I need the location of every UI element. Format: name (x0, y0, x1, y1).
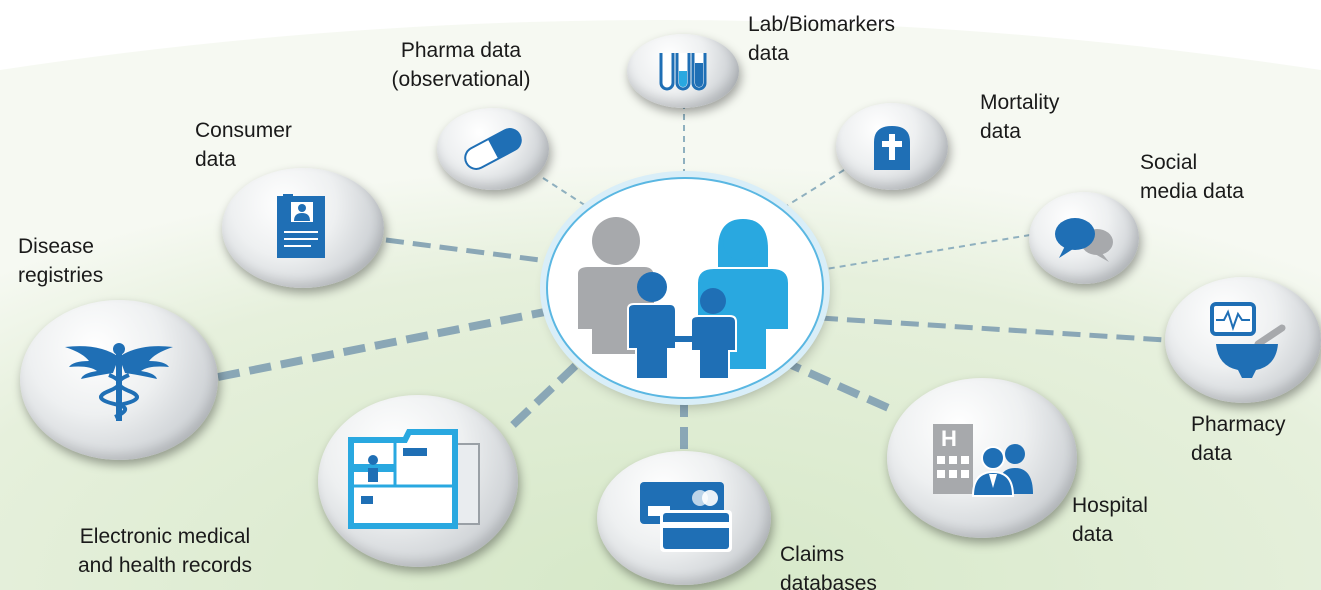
disease-node (20, 300, 218, 460)
label-pharmacy: Pharmacy data (1191, 413, 1286, 465)
svg-text:H: H (941, 426, 957, 451)
label-consumer: Consumer data (195, 119, 292, 171)
hospital-node: H (887, 378, 1077, 538)
label-mortality: Mortality data (980, 91, 1060, 143)
emr-node (318, 395, 518, 567)
claims-node (597, 451, 771, 585)
pharmacy-node (1165, 277, 1321, 403)
social-node (1029, 192, 1139, 284)
label-hospital: Hospital data (1072, 494, 1148, 546)
pill-icon (464, 128, 522, 170)
cards-icon (640, 482, 732, 552)
family-icon (546, 177, 824, 399)
label-social: Social media data (1140, 151, 1244, 203)
hospital-people-icon: H (933, 424, 1033, 497)
mortality-node (836, 103, 948, 190)
label-claims: Claims databases (780, 543, 877, 590)
caduceus-icon (65, 343, 173, 421)
connector-social (819, 234, 1031, 271)
label-emr: Electronic medical and health records (78, 525, 252, 577)
connector-emr (510, 349, 593, 428)
lab-node (627, 34, 739, 108)
mortar-pestle-monitor-icon (1210, 302, 1286, 378)
connector-pharmacy (819, 315, 1166, 343)
test-tubes-icon (659, 53, 707, 91)
tombstone-cross-icon (874, 125, 910, 170)
connector-consumer (385, 237, 556, 265)
pharma-node (437, 108, 549, 190)
consumer-node (222, 168, 384, 288)
family-figures (578, 217, 788, 380)
connector-disease (217, 306, 556, 381)
connector-hospital (778, 356, 895, 414)
speech-bubbles-icon (1055, 218, 1113, 262)
label-disease: Disease registries (18, 235, 104, 287)
label-pharma: Pharma data (observational) (391, 39, 531, 91)
profile-document-icon (277, 194, 325, 258)
label-lab: Lab/Biomarkers data (748, 13, 896, 65)
connector-mortality (779, 169, 845, 211)
file-folder-icon (348, 429, 480, 529)
